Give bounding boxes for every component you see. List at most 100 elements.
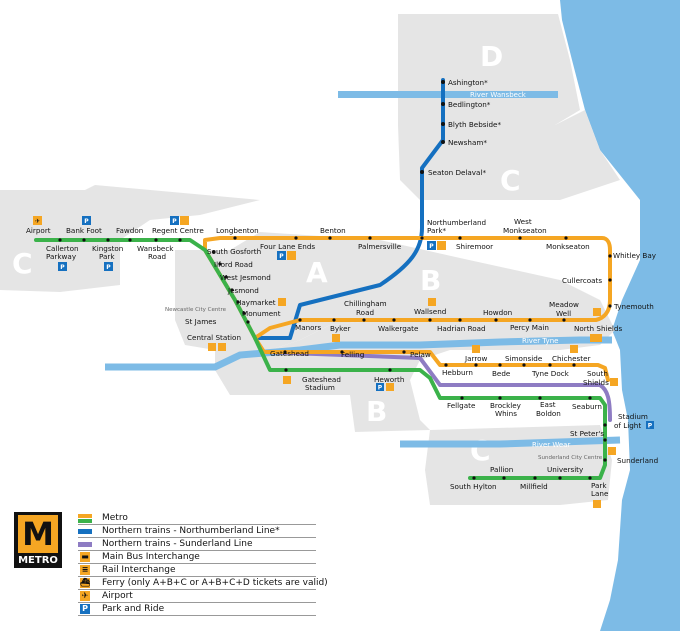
legend-item-bus: ▬ Main Bus Interchange: [78, 551, 316, 564]
legend-item-park-ride: P Park and Ride: [78, 603, 316, 616]
legend-item-rail: ≡ Rail Interchange: [78, 564, 316, 577]
bus-icon: [287, 251, 296, 260]
river-tyne: [105, 336, 612, 371]
legend-label: Metro: [102, 513, 128, 523]
zone-b-area: [215, 240, 615, 432]
bus-icon: ▬: [80, 552, 90, 562]
station-tynemouth: Tynemouth: [613, 302, 654, 311]
station-seaton-delaval: Seaton Delaval*: [428, 168, 486, 177]
legend-label: Northern trains - Sunderland Line: [102, 539, 253, 549]
station-park-lane-2: Lane: [591, 489, 609, 498]
zone-label-d: D: [480, 40, 503, 73]
park-ride-icon: [104, 262, 113, 271]
blue-line-swatch: [78, 529, 92, 534]
airport-icon: ✈: [80, 591, 90, 601]
park-ride-icon: [427, 241, 436, 250]
zone-label-c-west: C: [12, 247, 33, 280]
station-tyne-dock: Tyne Dock: [531, 369, 570, 378]
station-east-boldon: East: [540, 400, 556, 409]
metro-logo-m: M: [18, 515, 58, 553]
station-benton: Benton: [320, 226, 346, 235]
station-west-monkseaton-2: Monkseaton: [503, 226, 547, 235]
svg-text:P: P: [378, 385, 383, 392]
svg-text:P: P: [429, 243, 434, 250]
park-ride-icon: [277, 251, 286, 260]
bus-icon: [283, 376, 291, 384]
station-airport: Airport: [26, 226, 51, 235]
station-west-jesmond: West Jesmond: [220, 273, 271, 282]
station-simonside: Simonside: [505, 354, 543, 363]
legend-label: Main Bus Interchange: [102, 552, 200, 562]
zone-label-b-south: B: [366, 395, 387, 428]
ferry-icon: ⛴: [80, 578, 91, 588]
station-south-gosforth: South Gosforth: [207, 247, 261, 256]
station-wansbeck-road-2: Road: [148, 252, 166, 261]
station-north-shields: North Shields: [574, 324, 622, 333]
station-meadow-well: Meadow: [549, 300, 579, 309]
station-haymarket: Haymarket: [236, 298, 276, 307]
metro-yellow-green-swatch: [78, 514, 92, 518]
park-ride-icon: [82, 216, 91, 225]
station-walkergate: Walkergate: [378, 324, 419, 333]
station-west-monkseaton: West: [514, 217, 532, 226]
station-monkseaton: Monkseaton: [546, 242, 590, 251]
legend-label: Northern trains - Northumberland Line*: [102, 526, 280, 536]
station-labels: Ashington* Bedlington* Blyth Bebside* Ne…: [26, 78, 658, 498]
legend-item-metro: Metro: [78, 512, 316, 525]
river-tyne-label: River Tyne: [522, 337, 558, 345]
svg-text:P: P: [60, 264, 65, 271]
station-stadium-of-light: Stadium: [618, 412, 648, 421]
north-sea: [560, 0, 680, 631]
station-four-lane-ends: Four Lane Ends: [260, 242, 315, 251]
bus-icon: [278, 298, 286, 306]
station-south-hylton: South Hylton: [450, 482, 497, 491]
station-wansbeck-road: Wansbeck: [137, 244, 174, 253]
station-university: University: [547, 465, 584, 474]
newcastle-city-centre-label: Newcastle City Centre: [165, 307, 227, 313]
station-chillingham-road: Chillingham: [344, 299, 387, 308]
station-newsham: Newsham*: [448, 138, 487, 147]
station-east-boldon-2: Boldon: [536, 409, 561, 418]
station-kingston-park-2: Park: [99, 252, 115, 261]
station-gateshead-stadium-2: Stadium: [305, 383, 335, 392]
station-south-shields-2: Shields: [583, 378, 609, 387]
station-gateshead: Gateshead: [270, 349, 309, 358]
station-blyth-bebside: Blyth Bebside*: [448, 120, 501, 129]
station-jesmond: Jesmond: [227, 286, 259, 295]
station-pallion: Pallion: [490, 465, 513, 474]
station-felling: Felling: [341, 350, 364, 359]
bus-icon: [218, 343, 226, 351]
station-percy-main: Percy Main: [510, 323, 549, 332]
station-brockley-whins: Brockley: [490, 401, 522, 410]
northumberland-line: [253, 78, 445, 340]
legend-item-northumberland: Northern trains - Northumberland Line*: [78, 525, 316, 538]
station-fawdon: Fawdon: [116, 226, 143, 235]
station-kingston-park: Kingston: [92, 244, 123, 253]
station-heworth: Heworth: [374, 375, 404, 384]
station-park-lane: Park: [591, 481, 607, 490]
rail-icon: [608, 447, 616, 455]
zone-label-a: A: [306, 256, 328, 289]
bus-icon: [332, 334, 340, 342]
station-gateshead-stadium: Gateshead: [302, 375, 341, 384]
metro-logo-word: METRO: [18, 555, 58, 566]
legend-label: Rail Interchange: [102, 565, 176, 575]
station-wallsend: Wallsend: [414, 307, 446, 316]
bus-icon: [472, 345, 480, 353]
station-chillingham-road-2: Road: [356, 308, 374, 317]
river-wansbeck: [338, 91, 558, 98]
station-monument: Monument: [242, 309, 281, 318]
station-central-station: Central Station: [187, 333, 241, 342]
station-ashington: Ashington*: [448, 78, 488, 87]
airport-icon: [33, 216, 42, 225]
station-south-shields: South: [587, 369, 608, 378]
station-cullercoats: Cullercoats: [562, 276, 602, 285]
metro-green-line: [34, 238, 607, 480]
station-callerton-parkway: Callerton: [46, 244, 79, 253]
station-markers: [58, 80, 612, 480]
zone-label-c-south: C: [470, 434, 491, 467]
svg-text:P: P: [172, 218, 177, 225]
station-ilford-road: Ilford Road: [214, 260, 253, 269]
interchange-icons: ✈ P P P P P P P P: [33, 216, 654, 508]
station-regent-centre: Regent Centre: [152, 226, 204, 235]
